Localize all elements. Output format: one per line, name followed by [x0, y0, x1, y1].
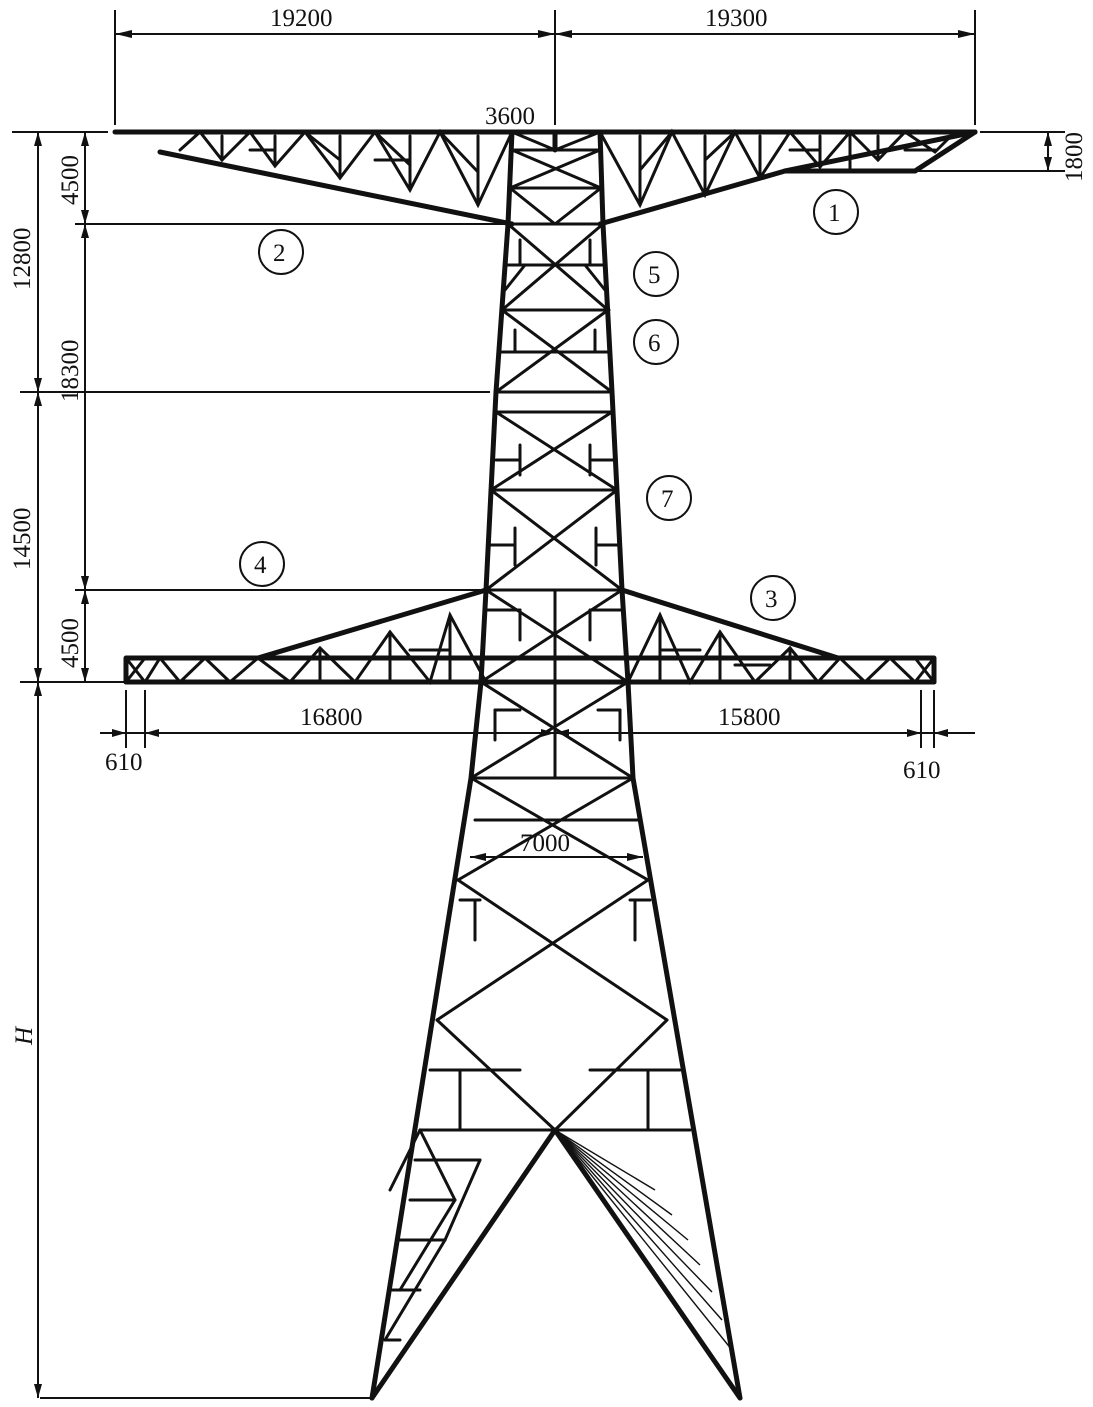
dim-upper-arm-height: 4500 — [57, 155, 84, 205]
dim-top-waist-width: 3600 — [485, 103, 535, 130]
dim-total-height: H — [11, 1025, 38, 1046]
svg-text:5: 5 — [648, 262, 661, 289]
top-portal-bracing — [506, 130, 605, 226]
waist-bracing — [469, 588, 635, 780]
lower-cross-arm — [123, 587, 937, 686]
dim-lower-right-span: 15800 — [718, 704, 781, 731]
callout-4: 4 — [239, 541, 285, 587]
upper-body-bracing — [494, 222, 614, 394]
callout-6: 6 — [633, 319, 679, 365]
dimension-lines — [12, 10, 1065, 1399]
svg-text:4: 4 — [254, 552, 267, 579]
callout-3: 3 — [750, 575, 796, 621]
left-lower-leg — [369, 1127, 558, 1401]
dim-lower-mid-height: 14500 — [9, 508, 36, 571]
top-cross-arm — [112, 128, 978, 227]
svg-text:2: 2 — [273, 240, 286, 267]
right-lower-leg — [552, 1127, 743, 1401]
middle-body-bracing — [484, 410, 624, 592]
dim-right-tip: 610 — [903, 757, 941, 784]
dim-left-tip: 610 — [105, 749, 143, 776]
dim-lower-left-span: 16800 — [300, 704, 363, 731]
callout-markers: 1 2 3 4 5 6 7 — [239, 189, 859, 621]
svg-text:3: 3 — [765, 586, 778, 613]
dim-body-width: 7000 — [520, 830, 570, 857]
callout-5: 5 — [633, 251, 679, 297]
dim-overall-upper-height: 12800 — [9, 228, 36, 291]
dimension-labels: 19200 19300 3600 1800 12800 4500 18300 1… — [9, 5, 1088, 1046]
svg-text:1: 1 — [828, 200, 841, 227]
lower-body-bracing — [418, 776, 692, 1132]
dim-top-arm-depth: 1800 — [1061, 132, 1088, 182]
callout-7: 7 — [646, 475, 692, 521]
dim-mid-height: 18300 — [57, 340, 84, 403]
dim-top-left-span: 19200 — [270, 5, 333, 32]
svg-text:7: 7 — [661, 486, 674, 513]
callout-1: 1 — [813, 189, 859, 235]
callout-2: 2 — [258, 229, 304, 275]
dim-lower-arm-height: 4500 — [57, 618, 84, 668]
svg-text:6: 6 — [648, 330, 661, 357]
dim-top-right-span: 19300 — [705, 5, 768, 32]
